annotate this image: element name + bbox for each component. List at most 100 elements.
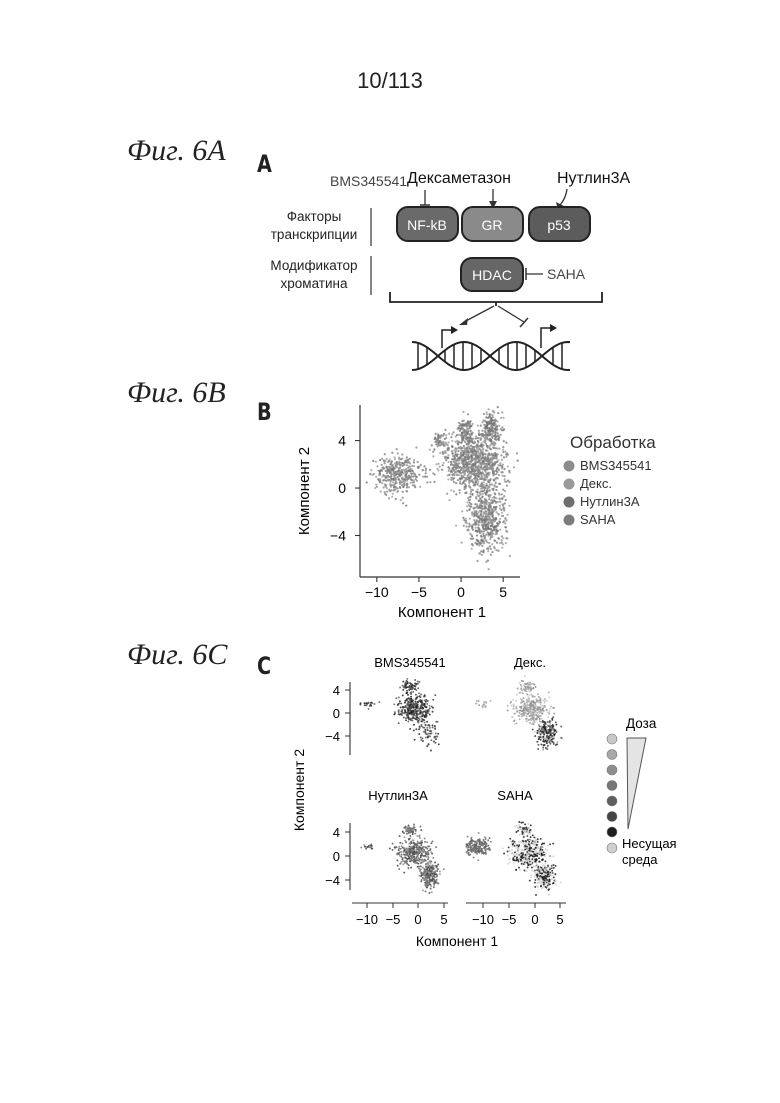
- scatter-point: [469, 518, 471, 520]
- scatter-point: [504, 517, 506, 519]
- scatter-point: [458, 441, 460, 443]
- scatter-point: [408, 707, 410, 709]
- scatter-point: [486, 413, 488, 415]
- scatter-point: [485, 479, 487, 481]
- scatter-point: [526, 720, 528, 722]
- scatter-point: [528, 851, 530, 853]
- scatter-point: [550, 720, 552, 722]
- scatter-point: [437, 868, 439, 870]
- scatter-point: [479, 504, 481, 506]
- scatter-point: [509, 838, 511, 840]
- scatter-point: [525, 704, 527, 706]
- scatter-point: [507, 465, 509, 467]
- scatter-point: [422, 847, 424, 849]
- scatter-point: [511, 849, 513, 851]
- scatter-point: [481, 421, 483, 423]
- scatter-point: [410, 707, 412, 709]
- scatter-point: [521, 710, 523, 712]
- scatter-point: [544, 880, 546, 882]
- scatter-point: [498, 425, 500, 427]
- scatter-point: [542, 854, 544, 856]
- scatter-point: [539, 707, 541, 709]
- scatter-point: [486, 445, 488, 447]
- scatter-point: [394, 462, 396, 464]
- scatter-point: [418, 692, 420, 694]
- scatter-point: [446, 493, 448, 495]
- scatter-point: [535, 863, 537, 865]
- scatter-point: [473, 843, 475, 845]
- scatter-point: [419, 848, 421, 850]
- scatter-point: [489, 444, 491, 446]
- scatter-point: [366, 481, 368, 483]
- scatter-point: [539, 700, 541, 702]
- scatter-point: [540, 739, 542, 741]
- scatter-point: [504, 522, 506, 524]
- scatter-point: [536, 844, 538, 846]
- scatter-point: [463, 431, 465, 433]
- scatter-point: [518, 867, 520, 869]
- scatter-point: [420, 829, 422, 831]
- scatter-point: [553, 713, 555, 715]
- scatter-point: [480, 510, 482, 512]
- scatter-point: [462, 428, 464, 430]
- scatter-point: [525, 706, 527, 708]
- scatter-point: [464, 492, 466, 494]
- scatter-point: [534, 731, 536, 733]
- scatter-point: [370, 469, 372, 471]
- scatter-point: [522, 850, 524, 852]
- scatter-point: [524, 823, 526, 825]
- scatter-point: [532, 860, 534, 862]
- scatter-point: [403, 717, 405, 719]
- scatter-point: [549, 724, 551, 726]
- scatter-point: [476, 703, 478, 705]
- scatter-point: [489, 496, 491, 498]
- scatter-point: [482, 518, 484, 520]
- scatter-point: [528, 843, 530, 845]
- scatter-point: [542, 868, 544, 870]
- scatter-point: [551, 878, 553, 880]
- scatter-point: [496, 525, 498, 527]
- scatter-point: [540, 848, 542, 850]
- scatter-point: [489, 837, 491, 839]
- scatter-point: [541, 737, 543, 739]
- scatter-point: [519, 869, 521, 871]
- scatter-point: [452, 455, 454, 457]
- scatter-point: [519, 834, 521, 836]
- scatter-point: [435, 463, 437, 465]
- scatter-point: [484, 836, 486, 838]
- scatter-point: [457, 450, 459, 452]
- scatter-point: [426, 727, 428, 729]
- scatter-point: [420, 868, 422, 870]
- scatter-point: [437, 437, 439, 439]
- scatter-point: [488, 430, 490, 432]
- scatter-point: [426, 841, 428, 843]
- scatter-point: [459, 478, 461, 480]
- scatter-point: [420, 464, 422, 466]
- scatter-point: [547, 849, 549, 851]
- scatter-point: [475, 496, 477, 498]
- scatter-point: [459, 482, 461, 484]
- scatter-point: [402, 681, 404, 683]
- scatter-point: [389, 458, 391, 460]
- scatter-point: [485, 528, 487, 530]
- scatter-point: [526, 846, 528, 848]
- scatter-point: [422, 740, 424, 742]
- scatter-point: [416, 835, 418, 837]
- scatter-point: [424, 841, 426, 843]
- scatter-point: [486, 489, 488, 491]
- scatter-point: [548, 882, 550, 884]
- scatter-point: [515, 860, 517, 862]
- scatter-point: [468, 504, 470, 506]
- scatter-point: [423, 846, 425, 848]
- scatter-point: [494, 478, 496, 480]
- scatter-point: [501, 466, 503, 468]
- scatter-point: [431, 867, 433, 869]
- scatter-point: [493, 506, 495, 508]
- scatter-point: [481, 433, 483, 435]
- scatter-point: [517, 847, 519, 849]
- scatter-point: [488, 542, 490, 544]
- scatter-point: [432, 840, 434, 842]
- scatter-point: [405, 717, 407, 719]
- scatter-point: [542, 736, 544, 738]
- scatter-point: [470, 445, 472, 447]
